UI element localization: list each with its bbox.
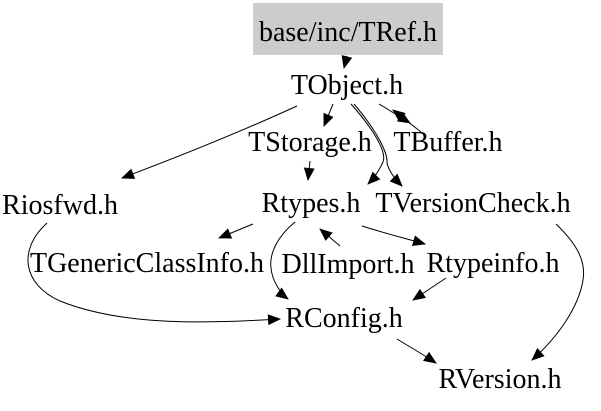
edge-rtypes-to-rtypeinfo [361,225,426,246]
edge-riosfwd-to-rconfig [27,222,282,326]
node-rconfig[interactable]: RConfig.h [285,303,402,334]
edge-tobject-to-tstorage [323,103,334,127]
edge-rtypes-to-tgenericclassinfo [218,223,254,239]
edge-tbuffer-to-tobject [392,109,422,133]
tref-highlight-box [253,3,443,55]
node-tversioncheck[interactable]: TVersionCheck.h [375,188,570,219]
node-tref[interactable]: base/inc/TRef.h [259,17,437,48]
node-dllimport[interactable]: DllImport.h [282,249,415,280]
edge-tobject-to-riosfwd [121,105,298,179]
edge-tobject-to-tversioncheck [353,103,403,187]
node-tobject[interactable]: TObject.h [291,70,403,101]
edge-dllimport-to-rtypes [319,228,341,247]
edge-tversioncheck-to-rversion [531,223,585,361]
edge-tstorage-to-rtypes [303,160,315,182]
edge-tobject-to-rtypes [350,103,385,185]
node-rtypeinfo[interactable]: Rtypeinfo.h [427,248,560,279]
node-tstorage[interactable]: TStorage.h [248,127,372,158]
edge-rconfig-to-rversion [396,338,437,364]
node-riosfwd[interactable]: Riosfwd.h [2,190,118,221]
node-tgenericclassinfo[interactable]: TGenericClassInfo.h [30,248,264,279]
edge-rtypeinfo-to-rconfig [412,277,447,301]
graph-edges [27,55,585,364]
edge-rtypes-to-rconfig [270,221,296,300]
node-rtypes[interactable]: Rtypes.h [262,188,361,219]
node-rversion[interactable]: RVersion.h [439,364,562,395]
edge-tref-to-tobject [341,55,353,70]
node-tbuffer[interactable]: TBuffer.h [393,127,502,158]
graph-nodes: base/inc/TRef.h TObject.h TStorage.h TBu… [2,3,571,395]
